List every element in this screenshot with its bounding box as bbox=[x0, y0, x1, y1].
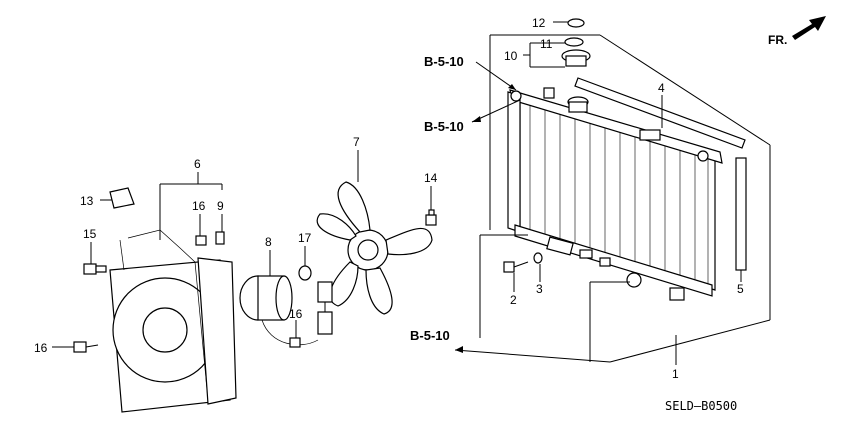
washer-17 bbox=[298, 265, 312, 281]
callout-11: 11 bbox=[540, 37, 553, 51]
callout-13: 13 bbox=[80, 194, 94, 208]
ref-label-upper-2: B-5-10 bbox=[424, 119, 464, 134]
radiator-cap-group bbox=[561, 18, 591, 67]
diagram-code: SELD–B0500 bbox=[665, 399, 737, 413]
bolt-14 bbox=[425, 209, 437, 226]
fan-motor bbox=[239, 275, 319, 346]
callout-2: 2 bbox=[510, 293, 517, 307]
clip-9 bbox=[215, 231, 225, 245]
callout-8: 8 bbox=[265, 235, 272, 249]
cooling-fan-blade bbox=[316, 181, 433, 315]
callout-15: 15 bbox=[83, 227, 97, 241]
bolt-16-upper bbox=[195, 235, 207, 246]
upper-seal-strip bbox=[574, 77, 746, 149]
callout-6: 6 bbox=[194, 157, 201, 171]
leader-lines bbox=[52, 21, 771, 365]
callout-1: 1 bbox=[672, 367, 679, 381]
front-direction-label: FR. bbox=[768, 33, 787, 47]
front-direction-indicator: FR. bbox=[768, 16, 826, 47]
callout-16-left: 16 bbox=[34, 341, 48, 355]
callout-16-middle: 16 bbox=[289, 307, 303, 321]
callout-14: 14 bbox=[424, 171, 438, 185]
clip-13 bbox=[109, 187, 135, 209]
callout-16-upper: 16 bbox=[192, 199, 206, 213]
drain-bolt-group bbox=[503, 252, 543, 273]
fan-shroud bbox=[109, 229, 237, 413]
radiator-assembly bbox=[507, 87, 723, 301]
callout-3: 3 bbox=[536, 282, 543, 296]
bolt-16-middle bbox=[289, 337, 301, 348]
callout-4: 4 bbox=[658, 81, 665, 95]
side-seal-strip bbox=[735, 157, 747, 271]
bolt-15 bbox=[83, 263, 107, 275]
callout-7: 7 bbox=[353, 135, 360, 149]
ref-label-lower: B-5-10 bbox=[410, 328, 450, 343]
callout-numbers: 12 11 10 4 5 1 2 3 6 7 8 9 13 14 15 16 1… bbox=[34, 16, 744, 381]
radiator-core-fins bbox=[529, 102, 709, 285]
callout-17: 17 bbox=[298, 231, 312, 245]
front-arrow-icon bbox=[792, 16, 826, 40]
callout-10: 10 bbox=[504, 49, 518, 63]
callout-12: 12 bbox=[532, 16, 546, 30]
motor-connector bbox=[317, 281, 333, 335]
callout-5: 5 bbox=[737, 282, 744, 296]
callout-9: 9 bbox=[217, 199, 224, 213]
bolt-16-left bbox=[73, 341, 99, 353]
ref-label-upper-1: B-5-10 bbox=[424, 54, 464, 69]
